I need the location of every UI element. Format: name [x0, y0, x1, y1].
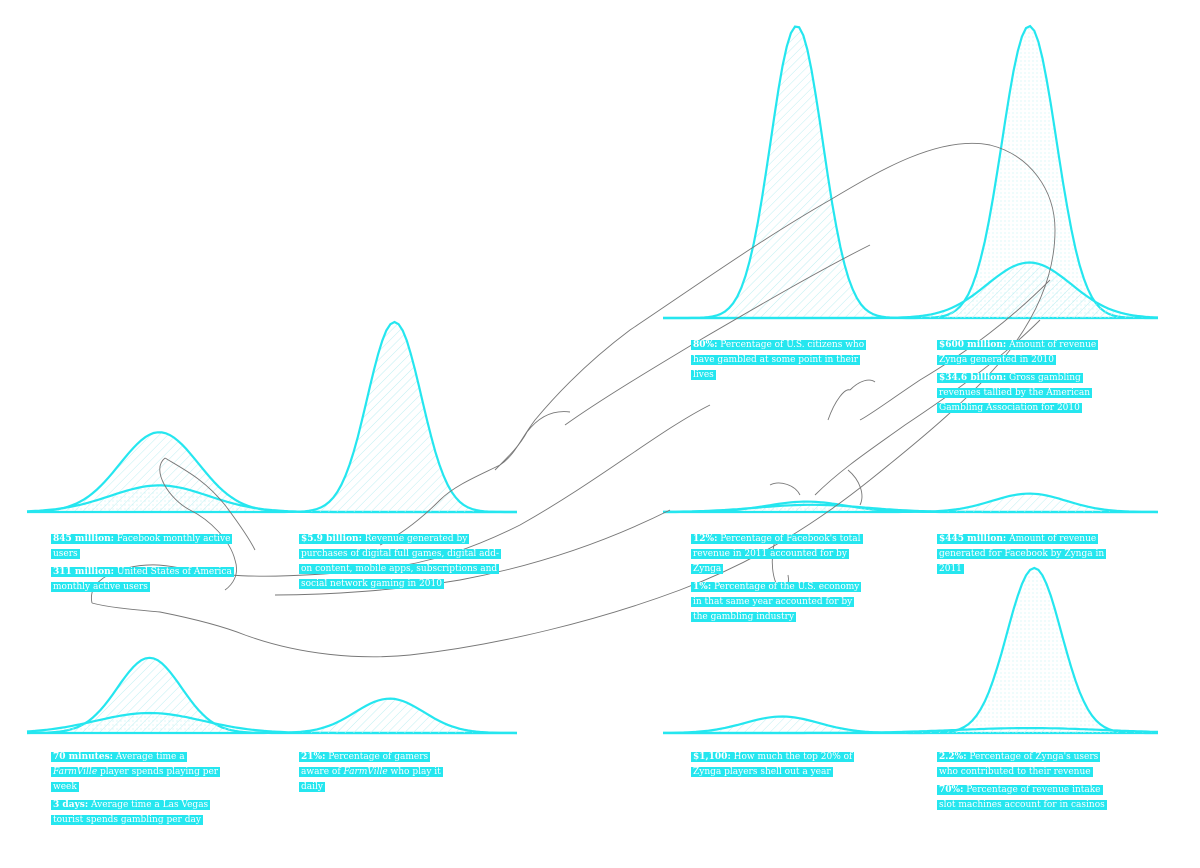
- drawing-stroke: [859, 279, 1051, 421]
- stat-label: 12%: Percentage of Facebook's total reve…: [691, 534, 863, 574]
- drawing-stroke: [847, 469, 863, 506]
- bell-curve-line: [27, 697, 518, 735]
- curves-layer: [26, 24, 1159, 735]
- bell-curve-fill: [663, 493, 1158, 512]
- bell-curve-fill: [27, 713, 517, 733]
- stat-value: 70%:: [939, 785, 964, 795]
- stat-label: 845 million: Facebook monthly active use…: [51, 534, 233, 559]
- stat-text-after: who play it daily: [301, 767, 441, 792]
- bell-curve-fill: [663, 716, 1158, 733]
- stat-value: $5.9 billion:: [301, 534, 362, 544]
- drawing-stroke: [229, 404, 711, 577]
- drawing-stroke: [91, 602, 246, 636]
- drawing-stroke: [499, 199, 831, 466]
- stat-label: 3 days: Average time a Las Vegas tourist…: [51, 800, 211, 825]
- drawing-stroke: [827, 389, 851, 421]
- stat-value: 21%:: [301, 752, 326, 762]
- stat-value: 2.2%:: [939, 752, 967, 762]
- stat-value: $445 million:: [939, 534, 1007, 544]
- stat-value: $1,100:: [693, 752, 731, 762]
- stat-value: 845 million:: [53, 534, 114, 544]
- bell-curve-fill: [27, 322, 517, 512]
- stat-text: Average time a: [112, 752, 185, 762]
- drawing-stroke: [494, 431, 528, 471]
- stat-text: Percentage of Zynga's users who contribu…: [939, 752, 1099, 777]
- bell-curve-line: [27, 320, 517, 514]
- stat-group: $445 million: Amount of revenue generate…: [937, 530, 1112, 578]
- stat-emphasis: FarmVille: [343, 767, 388, 777]
- stat-text: How much the top 20% of Zynga players sh…: [693, 752, 853, 777]
- stat-group: 70 minutes: Average time a FarmVille pla…: [51, 748, 226, 829]
- stat-label: 70 minutes: Average time a FarmVille pla…: [51, 752, 221, 792]
- stat-group: $1,100: How much the top 20% of Zynga pl…: [691, 748, 871, 781]
- stat-group: 12%: Percentage of Facebook's total reve…: [691, 530, 863, 626]
- stat-group: $600 million: Amount of revenue Zynga ge…: [937, 336, 1117, 417]
- stat-text: Amount of revenue Zynga generated in 201…: [939, 340, 1097, 365]
- drawing-stroke: [769, 482, 801, 496]
- stat-label: $445 million: Amount of revenue generate…: [937, 534, 1107, 574]
- stat-label: 21%: Percentage of gamers aware of FarmV…: [299, 752, 443, 792]
- stat-text: Percentage of Facebook's total revenue i…: [693, 534, 861, 574]
- stat-group: 2.2%: Percentage of Zynga's users who co…: [937, 748, 1112, 814]
- stat-label: $5.9 billion: Revenue generated by purch…: [299, 534, 502, 589]
- stat-text: Percentage of gamers aware of: [301, 752, 429, 777]
- stat-label: $600 million: Amount of revenue Zynga ge…: [937, 340, 1099, 365]
- drawing-stroke: [164, 457, 256, 551]
- bell-curve-fill: [663, 568, 1158, 733]
- stat-label: 80%: Percentage of U.S. citizens who hav…: [691, 340, 867, 380]
- stat-text: Average time a Las Vegas tourist spends …: [53, 800, 209, 825]
- bell-curve-line: [663, 261, 1159, 320]
- stat-text: Amount of revenue generated for Facebook…: [939, 534, 1105, 574]
- drawing-stroke: [274, 509, 671, 596]
- stat-value: 311 million:: [53, 567, 114, 577]
- stat-text: Gross gambling revenues tallied by the A…: [939, 373, 1091, 413]
- stat-value: 80%:: [693, 340, 718, 350]
- stat-text: Revenue generated by purchases of digita…: [301, 534, 500, 589]
- stat-text: Percentage of the U.S. economy in that s…: [693, 582, 860, 622]
- drawing-stroke: [814, 319, 1041, 496]
- stat-label: $1,100: How much the top 20% of Zynga pl…: [691, 752, 855, 777]
- stat-group: $5.9 billion: Revenue generated by purch…: [299, 530, 504, 593]
- stat-text: Percentage of U.S. citizens who have gam…: [693, 340, 865, 380]
- drawing-stroke: [849, 379, 876, 391]
- stat-value: 1%:: [693, 582, 712, 592]
- bell-curve-fill: [663, 26, 1158, 318]
- bell-curve-line: [663, 492, 1159, 514]
- stat-group: 80%: Percentage of U.S. citizens who hav…: [691, 336, 881, 384]
- stat-value: 3 days:: [53, 800, 89, 810]
- bell-curve-fill: [663, 262, 1158, 318]
- stat-value: $600 million:: [939, 340, 1007, 350]
- stat-label: 2.2%: Percentage of Zynga's users who co…: [937, 752, 1101, 777]
- stat-text-after: player spends playing per week: [53, 767, 219, 792]
- stat-value: 70 minutes:: [53, 752, 113, 762]
- drawing-stroke: [159, 457, 237, 591]
- stat-label: 311 million: United States of America mo…: [51, 567, 234, 592]
- stat-value: 12%:: [693, 534, 718, 544]
- stat-group: 21%: Percentage of gamers aware of FarmV…: [299, 748, 449, 796]
- drawing-stroke: [564, 244, 871, 426]
- bell-curve-line: [663, 727, 1159, 735]
- stat-text: Percentage of revenue intake slot machin…: [939, 785, 1105, 810]
- stat-label: 70%: Percentage of revenue intake slot m…: [937, 785, 1107, 810]
- bell-curve-fill: [663, 728, 1158, 733]
- drawing-stroke: [526, 411, 571, 433]
- stat-label: 1%: Percentage of the U.S. economy in th…: [691, 582, 862, 622]
- stat-text: United States of America monthly active …: [53, 567, 232, 592]
- stat-emphasis: FarmVille: [53, 767, 98, 777]
- bell-curve-fill: [663, 26, 1158, 318]
- bell-curve-fill: [27, 485, 517, 512]
- stat-value: $34.6 billion:: [939, 373, 1007, 383]
- stat-label: $34.6 billion: Gross gambling revenues t…: [937, 373, 1093, 413]
- bell-curve-fill: [27, 698, 517, 733]
- stat-text: Facebook monthly active users: [53, 534, 231, 559]
- stat-group: 845 million: Facebook monthly active use…: [51, 530, 251, 596]
